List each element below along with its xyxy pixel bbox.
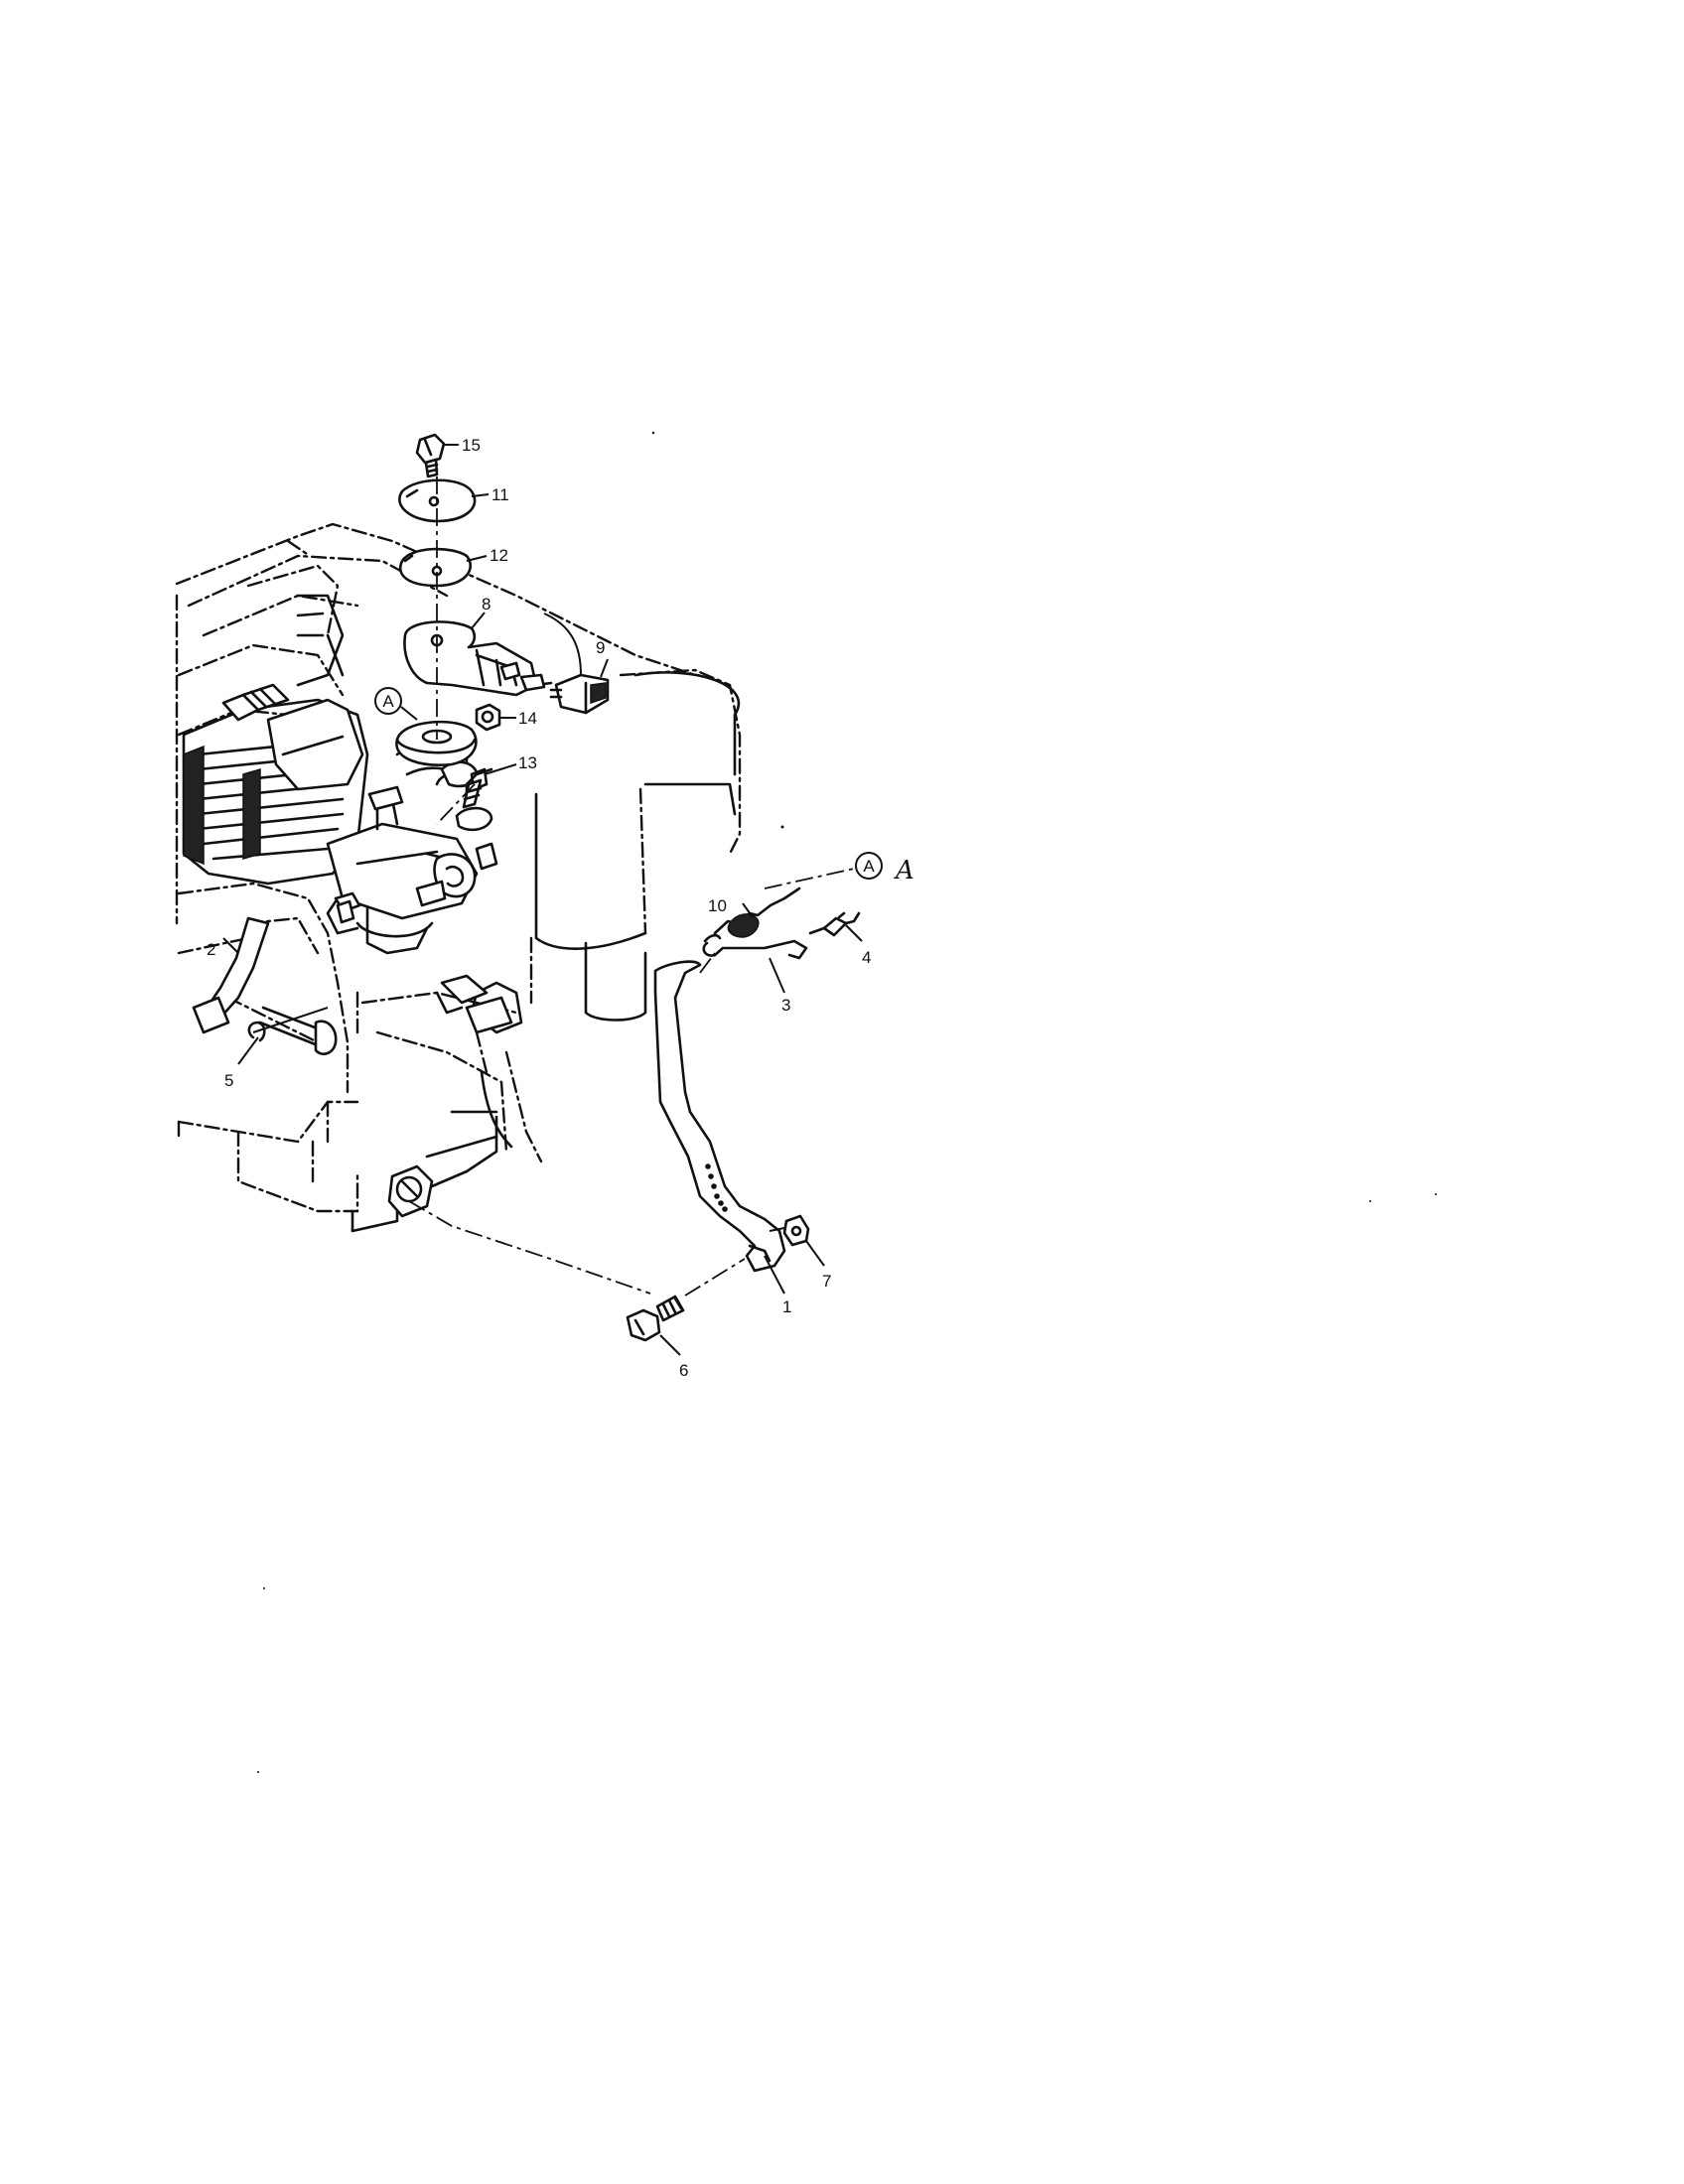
callout-3: 3 <box>781 996 790 1015</box>
callout-12: 12 <box>490 546 508 565</box>
callout-labels: 15 11 12 8 9 14 13 10 4 3 1 7 6 2 5 <box>207 436 871 1380</box>
reference-mark-a-upper: A <box>374 687 418 721</box>
callout-2: 2 <box>207 940 215 959</box>
part-14-nut <box>475 703 501 732</box>
part-3-link-rod <box>702 939 808 960</box>
part-6-hex-bolt <box>626 1295 685 1342</box>
governor-shaft-disc <box>395 720 478 766</box>
part-13-screw <box>462 767 489 809</box>
callout-leaders <box>222 444 863 1356</box>
callout-11: 11 <box>491 485 509 504</box>
part-4-clip <box>808 911 861 937</box>
part-15-bolt <box>415 433 446 478</box>
callout-15: 15 <box>462 436 481 455</box>
callout-7: 7 <box>822 1272 831 1291</box>
scan-specks <box>257 431 1437 1773</box>
part-1-lever-arm <box>653 960 786 1273</box>
callout-1: 1 <box>782 1297 791 1316</box>
callout-5: 5 <box>224 1071 233 1090</box>
svg-text:A: A <box>382 692 394 711</box>
callout-10: 10 <box>708 896 727 915</box>
part-9-connector <box>549 673 610 715</box>
callout-9: 9 <box>596 638 605 657</box>
callout-6: 6 <box>679 1361 688 1380</box>
assembly-lines <box>252 477 855 1297</box>
callout-4: 4 <box>862 948 871 967</box>
link-tab <box>455 767 493 832</box>
part-5-clip-ring <box>247 1021 266 1042</box>
part-7-square-nut <box>782 1214 810 1247</box>
part-10-spring <box>703 887 801 943</box>
callout-13: 13 <box>518 753 537 772</box>
reference-mark-a-lower: A <box>855 852 883 880</box>
part-8-governor-bracket <box>403 620 553 697</box>
svg-text:A: A <box>863 857 875 876</box>
engine-assembly <box>175 522 742 1233</box>
handwritten-note: A <box>894 856 914 886</box>
part-12-gasket <box>399 547 472 588</box>
callout-8: 8 <box>482 595 491 614</box>
callout-14: 14 <box>518 709 537 728</box>
